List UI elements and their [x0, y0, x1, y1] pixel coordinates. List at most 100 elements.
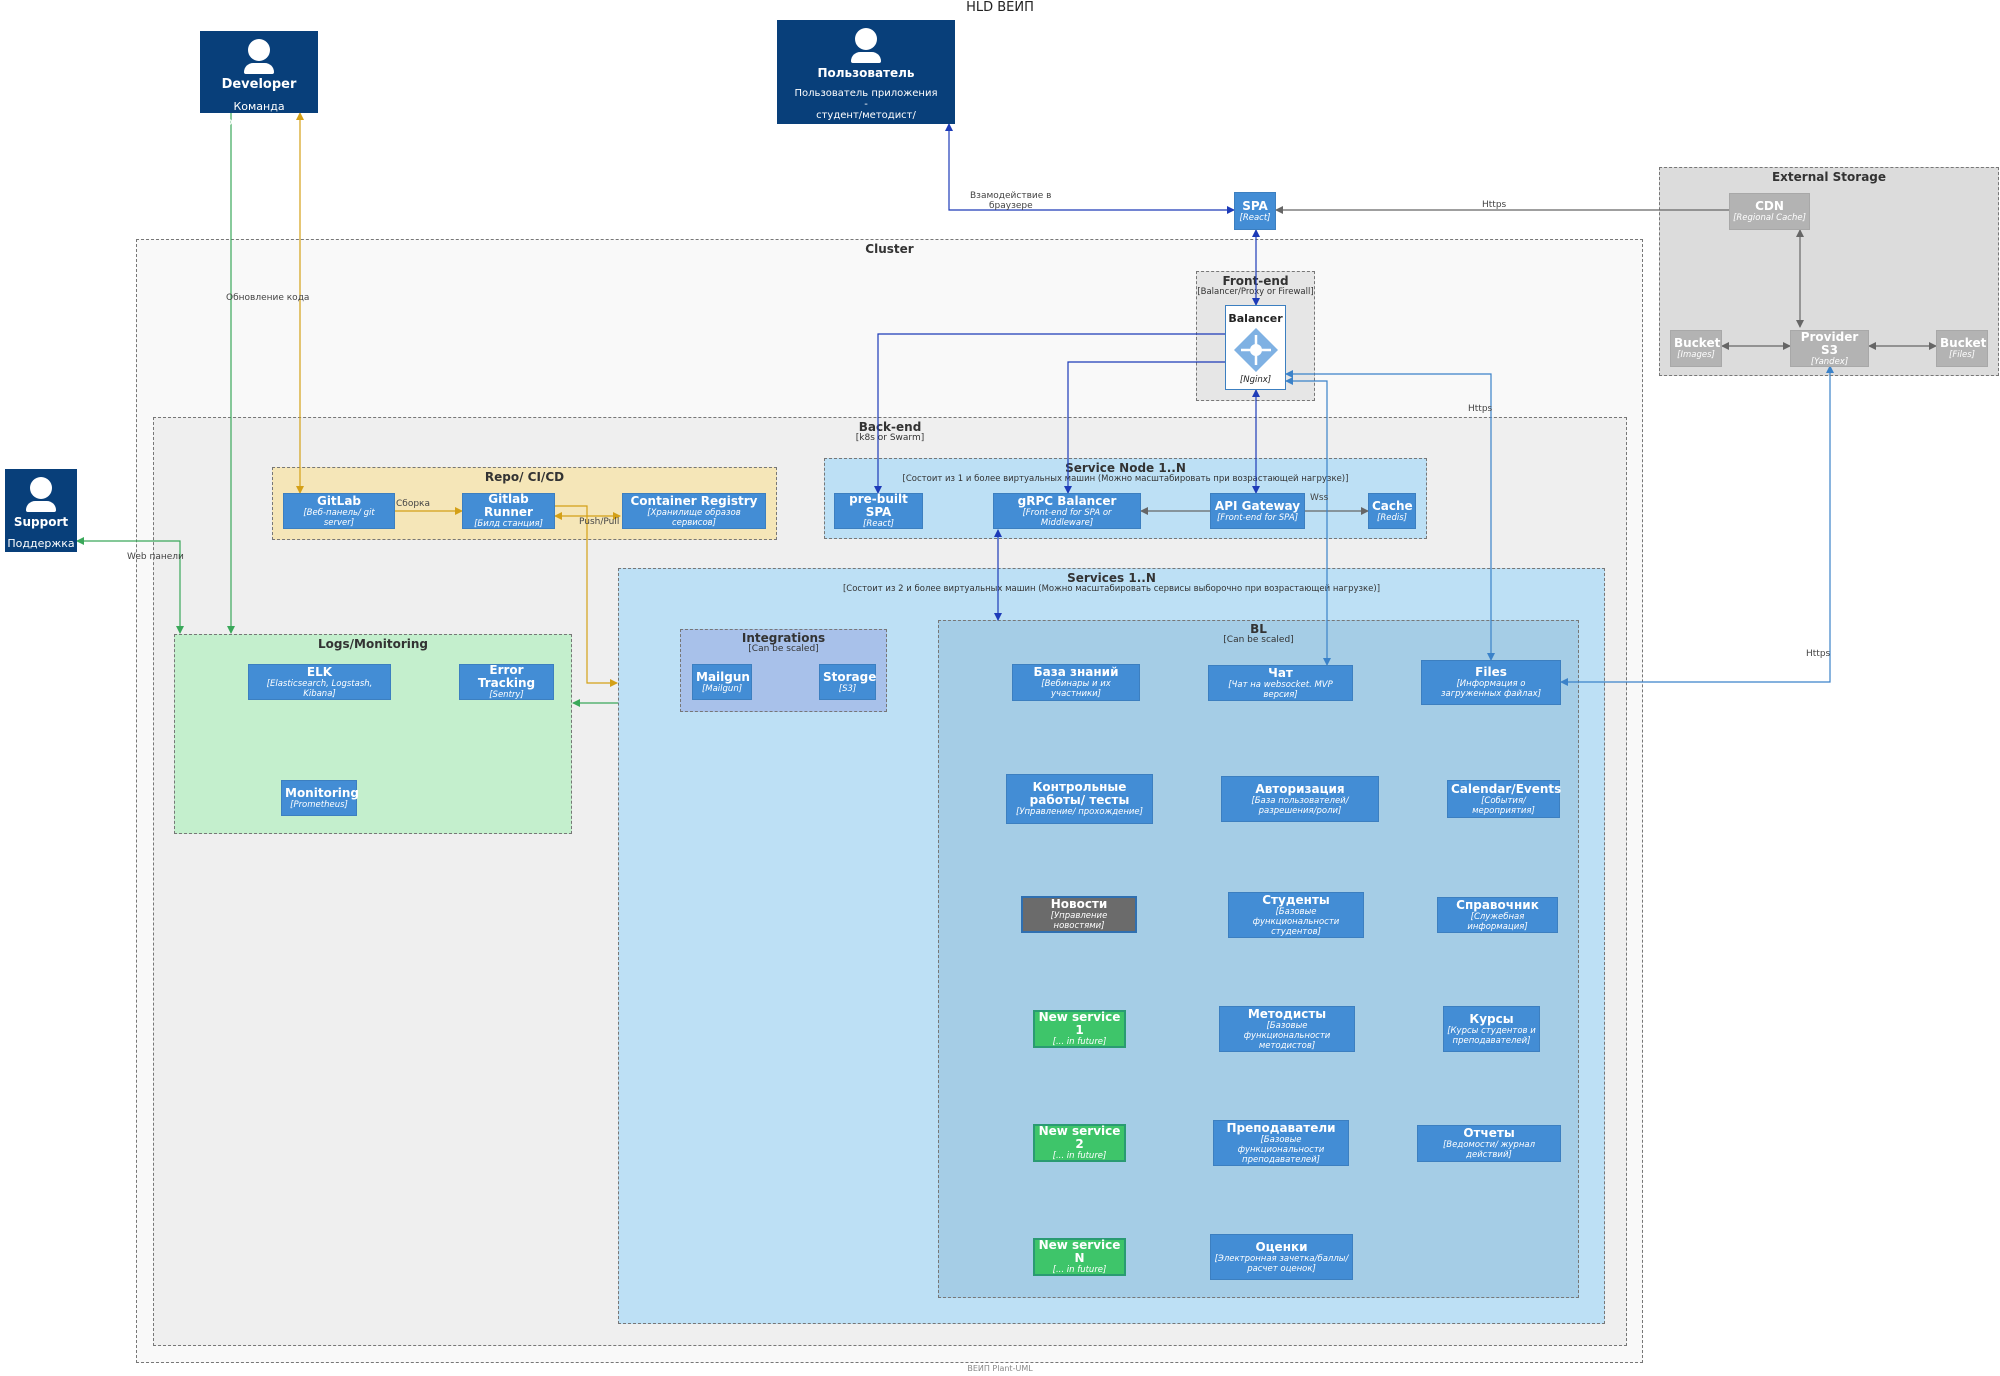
box-subtitle: [Regional Cache] [1733, 213, 1806, 223]
person-developer: Developer Команда разработки [200, 31, 318, 128]
box-title: Методисты [1247, 1006, 1327, 1021]
balancer-icon [1233, 328, 1278, 372]
service-node-title: Service Node 1..N [1065, 461, 1186, 475]
box-spravochnik[interactable]: Справочник [Служебная информация] [1437, 897, 1558, 933]
box-subtitle: [S3] [838, 683, 857, 694]
box-title: Storage [823, 669, 877, 684]
label-https-files: Https [1468, 404, 1493, 414]
box-new-service-2[interactable]: New service 2 [... in future] [1033, 1124, 1126, 1162]
box-subtitle: [Ведомости/ журнал действий] [1442, 1140, 1536, 1160]
box-prepodavateli[interactable]: Преподаватели [Базовые функциональности … [1213, 1120, 1349, 1166]
box-title: Отчеты [1463, 1126, 1515, 1140]
box-cache[interactable]: Cache [Redis] [1368, 493, 1416, 529]
box-title: SPA [1242, 198, 1268, 213]
person-icon [248, 39, 270, 61]
box-grpc-balancer[interactable]: gRPC Balancer [Front-end for SPA or Midd… [993, 493, 1141, 529]
box-cdn[interactable]: CDN [Regional Cache] [1729, 193, 1810, 230]
person-user: Пользователь Пользователь приложения - с… [777, 20, 955, 133]
box-subtitle: [Images] [1677, 350, 1715, 360]
box-subtitle: [Билд станция] [474, 519, 543, 529]
box-mailgun[interactable]: Mailgun [Mailgun] [692, 664, 752, 700]
box-title: gRPC Balancer [1017, 493, 1117, 508]
box-title: Monitoring [285, 785, 359, 800]
box-subtitle: [Курсы студентов и преподавателей] [1447, 1025, 1536, 1046]
box-bucket-files[interactable]: Bucket [Files] [1936, 330, 1988, 367]
person-name: Пользователь [817, 66, 915, 80]
box-gitlab-runner[interactable]: Gitlab Runner [Билд станция] [462, 493, 555, 529]
diagram-footer: ВЕИП Plant-UML [967, 1364, 1033, 1373]
box-title: Преподаватели [1226, 1120, 1336, 1135]
box-title: ELK [306, 664, 333, 679]
label-browser-1: Взамодействие в [970, 191, 1052, 201]
box-subtitle: [Хранилище образов сервисов] [647, 507, 741, 528]
box-bucket-images[interactable]: Bucket [Images] [1670, 330, 1722, 367]
box-kursy[interactable]: Курсы [Курсы студентов и преподавателей] [1443, 1006, 1540, 1052]
box-subtitle: [Redis] [1377, 512, 1407, 523]
services-title: Services 1..N [1067, 571, 1156, 585]
box-title: Container Registry [630, 493, 758, 508]
box-title: Bucket [1940, 336, 1987, 350]
label-browser-2: браузере [989, 201, 1033, 211]
integrations-subtitle: [Can be scaled] [748, 644, 819, 654]
box-spa[interactable]: SPA [React] [1234, 192, 1276, 230]
box-title: Gitlab Runner [484, 492, 533, 519]
edge-files-balancer [1285, 370, 1495, 661]
box-subtitle: [... in future] [1052, 1037, 1107, 1047]
box-api-gateway[interactable]: API Gateway [Front-end for SPA] [1210, 493, 1305, 529]
bl-title: BL [1250, 622, 1267, 636]
box-novosti[interactable]: Новости [Управление новостями] [1021, 896, 1137, 933]
integrations-title: Integrations [741, 631, 826, 645]
box-new-service-n[interactable]: New service N [... in future] [1033, 1238, 1126, 1276]
box-storage[interactable]: Storage [S3] [819, 664, 876, 700]
box-container-registry[interactable]: Container Registry [Хранилище образов се… [622, 493, 766, 529]
box-studenty[interactable]: Студенты [Базовые функциональности студе… [1228, 892, 1364, 938]
edge-support-logs [76, 537, 184, 634]
box-balancer[interactable]: Balancer [Nginx] [1225, 305, 1286, 390]
box-subtitle: [База пользователей/разрешения/роли] [1251, 795, 1349, 816]
box-title: Студенты [1262, 892, 1330, 907]
box-subtitle: [React] [1239, 212, 1271, 223]
box-title: GitLab [316, 493, 362, 508]
box-avtorizatsiya[interactable]: Авторизация [База пользователей/разрешен… [1221, 776, 1379, 822]
box-title: pre-built SPA [849, 492, 908, 519]
person-desc-line-2: - [864, 99, 868, 110]
box-subtitle: [Mailgun] [701, 683, 743, 694]
box-gitlab[interactable]: GitLab [Веб-панель/ git server] [283, 493, 395, 529]
box-new-service-1[interactable]: New service 1 [... in future] [1033, 1010, 1126, 1048]
box-title: Mailgun [696, 669, 750, 684]
box-subtitle: [Nginx] [1239, 375, 1272, 385]
edge-balancer-prebuilt [874, 333, 1225, 494]
box-subtitle: [Sentry] [489, 690, 524, 700]
box-metodisty[interactable]: Методисты [Базовые функциональности мето… [1219, 1006, 1355, 1052]
label-https-cdn: Https [1482, 200, 1507, 210]
person-name: Support [13, 515, 69, 529]
cluster-title: Cluster [865, 242, 914, 256]
box-subtitle: [Базовые функциональности преподавателей… [1237, 1134, 1325, 1165]
box-files[interactable]: Files [Информация о загруженных файлах] [1421, 660, 1561, 705]
box-otsenki[interactable]: Оценки [Электронная зачетка/баллы/расчет… [1210, 1234, 1353, 1280]
box-subtitle: [... in future] [1052, 1151, 1107, 1161]
box-kontrolnye[interactable]: Контрольные работы/ тесты [Управление/ п… [1006, 774, 1153, 824]
box-baza-znaniy[interactable]: База знаний [Вебинары и их участники] [1012, 664, 1140, 701]
box-title: Контрольные работы/ тесты [1029, 780, 1130, 807]
box-monitoring[interactable]: Monitoring [Prometheus] [281, 780, 359, 816]
person-support: Support Поддержка [5, 469, 77, 552]
box-title: New service N [1038, 1238, 1121, 1265]
box-subtitle: [Электронная зачетка/баллы/расчет оценок… [1214, 1253, 1349, 1274]
box-calendar[interactable]: Calendar/Events [События/мероприятия] [1447, 780, 1561, 818]
box-chat[interactable]: Чат [Чат на websocket. MVP версия] [1208, 665, 1353, 701]
person-desc-line-1: Пользователь приложения [794, 88, 938, 99]
box-prebuilt-spa[interactable]: pre-built SPA [React] [834, 493, 923, 529]
box-subtitle: [React] [863, 519, 894, 529]
box-subtitle: [... in future] [1052, 1265, 1107, 1275]
logs-monitoring-title: Logs/Monitoring [318, 637, 428, 651]
box-error-tracking[interactable]: Error Tracking [Sentry] [459, 664, 554, 700]
bl-subtitle: [Can be scaled] [1223, 635, 1294, 645]
box-subtitle: [Yandex] [1810, 356, 1849, 367]
box-otchety[interactable]: Отчеты [Ведомости/ журнал действий] [1417, 1125, 1561, 1162]
edge-balancer-grpc [1064, 361, 1225, 494]
box-provider-s3[interactable]: Provider S3 [Yandex] [1790, 330, 1869, 367]
box-elk[interactable]: ELK [Elasticsearch, Logstash, Kibana] [248, 664, 391, 700]
external-storage-title: External Storage [1771, 170, 1887, 184]
